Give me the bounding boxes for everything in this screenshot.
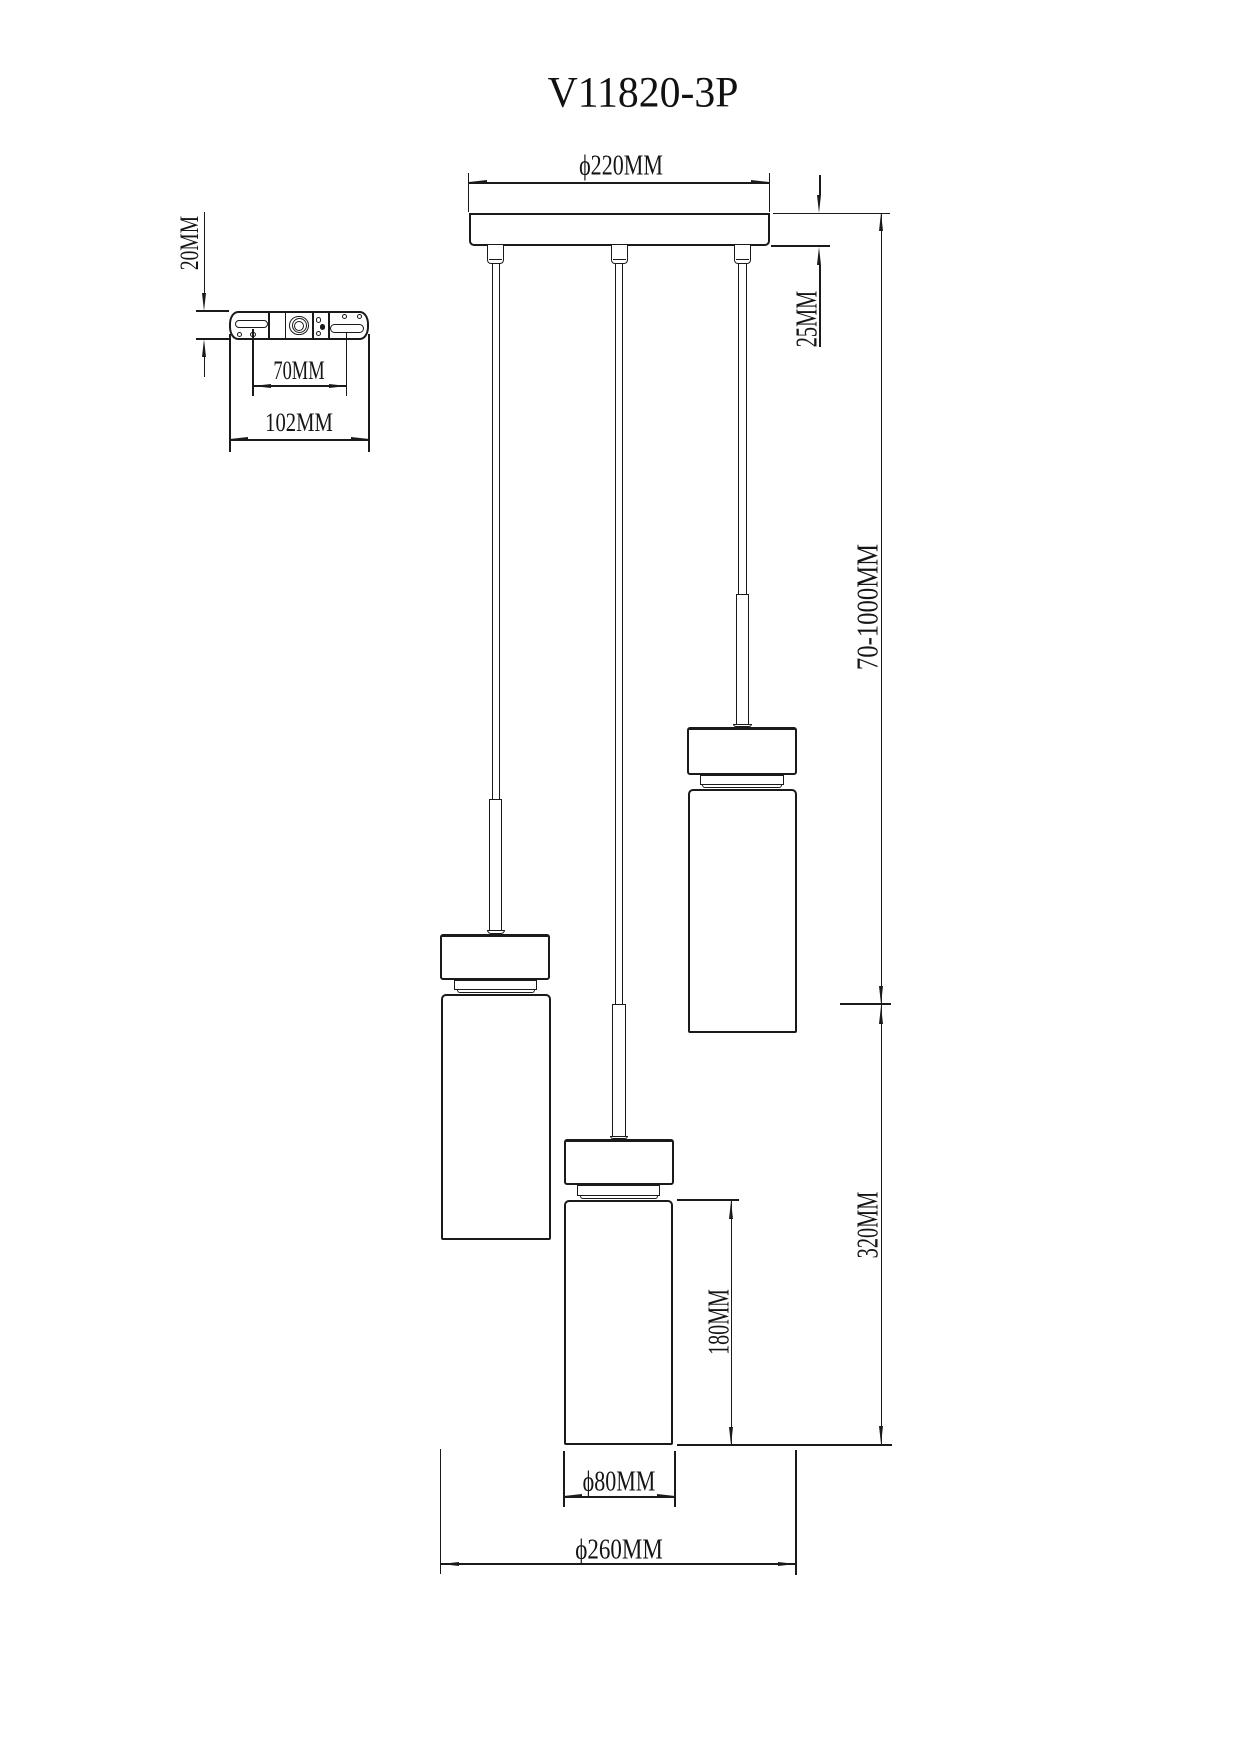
- dim20-ext-top: [196, 310, 229, 312]
- dim320-line: [880, 1005, 883, 1445]
- pendant-left-stem: [489, 798, 503, 930]
- bracket-divider-1: [267, 312, 271, 338]
- pendant-right-ring-lip: [702, 784, 782, 788]
- bracket-hole-5: [341, 314, 348, 320]
- dim180-line: [730, 1199, 733, 1446]
- dim20-label: 20MM: [175, 216, 205, 271]
- dim260-line: [440, 1563, 797, 1565]
- dim220-ext-left: [467, 172, 470, 212]
- dim220-arrow-right-icon: [751, 180, 770, 185]
- bracket-divider-4: [327, 312, 331, 338]
- dim70-1000-arrow-down-icon: [879, 986, 883, 1004]
- bracket-divider-2: [284, 312, 287, 338]
- dim260-arrow-right-icon: [778, 1561, 797, 1566]
- pendant-left-ring: [454, 979, 537, 991]
- bracket-slot-right: [330, 324, 365, 333]
- bracket-hole-1: [237, 331, 243, 337]
- pendant-left-ring-lip: [456, 990, 535, 994]
- dim80-ext-left: [563, 1450, 565, 1508]
- pendant-middle-ring-lip: [579, 1195, 658, 1199]
- dim180-arrow-up-icon: [729, 1200, 734, 1219]
- ceiling-canopy: [468, 213, 770, 246]
- pendant-right-stem: [735, 593, 750, 724]
- dim20-arrow-down-icon: [202, 292, 207, 311]
- dim20-arrow-up-icon: [202, 339, 207, 358]
- pendant-left-glass-shade: [440, 994, 551, 1241]
- pendant-middle-cord: [614, 264, 624, 1004]
- dim102-arrow-right-icon: [351, 437, 369, 442]
- pendant-right-cord: [738, 264, 747, 594]
- dim180-label: 180MM: [700, 1289, 736, 1356]
- dim220-arrow-left-icon: [468, 180, 487, 185]
- dim70-arrow-right-icon: [328, 383, 347, 388]
- dim25-line-upper: [818, 175, 821, 195]
- dim102-label: 102MM: [265, 407, 333, 437]
- dim180-arrow-down-icon: [729, 1427, 734, 1446]
- dim20-ext-bottom: [196, 338, 229, 340]
- dim320-arrow-up-icon: [879, 1005, 883, 1024]
- bracket-knockout-inner: [294, 320, 304, 331]
- dim320-baseline: [677, 1444, 892, 1447]
- dim260-ext-right: [795, 1450, 798, 1575]
- bracket-slot-left: [234, 319, 269, 329]
- dim320-arrow-down-icon: [879, 1426, 883, 1445]
- dim102-ext-left: [229, 334, 231, 452]
- dim260-label: ϕ260MM: [574, 1533, 663, 1566]
- pendant-right-head: [687, 727, 797, 775]
- cord-grip-1: [487, 245, 505, 265]
- bracket-hole-3: [315, 317, 322, 323]
- dim70-1000-line: [880, 214, 883, 1004]
- dim70-label: 70MM: [272, 356, 325, 385]
- dim260-arrow-left-icon: [440, 1561, 459, 1566]
- dim220-ext-right: [768, 172, 771, 212]
- pendant-left-head: [440, 933, 551, 980]
- dim20-line-upper: [203, 212, 206, 293]
- bracket-hole-6: [356, 314, 363, 320]
- dim25-arrow-down-icon: [817, 194, 822, 213]
- pendant-middle-ring: [577, 1185, 660, 1196]
- dim20-line-lower: [203, 357, 206, 377]
- dim25-arrow-up-icon: [817, 247, 822, 266]
- dim70-line: [252, 385, 347, 388]
- bracket-center-dot: [319, 324, 326, 330]
- pendant-middle-stem: [612, 1003, 626, 1136]
- dim70-1000-tick: [840, 1003, 891, 1005]
- dim25-ext-bottom: [771, 245, 830, 248]
- pendant-middle-glass-shade: [564, 1199, 673, 1446]
- dim70-ext-right: [345, 332, 348, 396]
- dim80-line: [564, 1495, 675, 1498]
- dim102-ext-right: [368, 334, 370, 452]
- dim80-arrow-left-icon: [564, 1494, 583, 1499]
- pendant-right-ring: [699, 775, 784, 785]
- dim80-ext-right: [674, 1450, 676, 1508]
- dim102-arrow-left-icon: [229, 437, 248, 442]
- pendant-right-glass-shade: [687, 789, 798, 1034]
- dim102-line: [229, 438, 369, 441]
- pendant-left-cord: [491, 264, 501, 799]
- cord-grip-3: [734, 245, 752, 265]
- drawing-title: V11820-3P: [547, 69, 739, 117]
- dim70-1000-label: 70-1000MM: [849, 543, 885, 670]
- dim180-ext-top: [676, 1198, 740, 1201]
- bracket-hole-4: [316, 331, 322, 337]
- dim320-label: 320MM: [849, 1191, 885, 1259]
- dim70-arrow-left-icon: [252, 383, 271, 388]
- pendant-middle-head: [563, 1138, 674, 1185]
- dim80-label: ϕ80MM: [582, 1465, 656, 1498]
- dim70-1000-arrow-up-icon: [879, 213, 883, 232]
- cord-grip-2: [610, 245, 628, 265]
- dim260-ext-left: [439, 1448, 442, 1575]
- dim80-arrow-right-icon: [656, 1494, 675, 1499]
- dim70-ext-left: [252, 329, 254, 396]
- dim220-line: [468, 181, 770, 184]
- dim25-ext-top: [773, 212, 891, 215]
- bracket-divider-3: [312, 312, 314, 338]
- dim220-label: ϕ220MM: [578, 149, 663, 182]
- dim25-line-lower: [818, 265, 821, 348]
- dim25-label: 25MM: [788, 290, 824, 347]
